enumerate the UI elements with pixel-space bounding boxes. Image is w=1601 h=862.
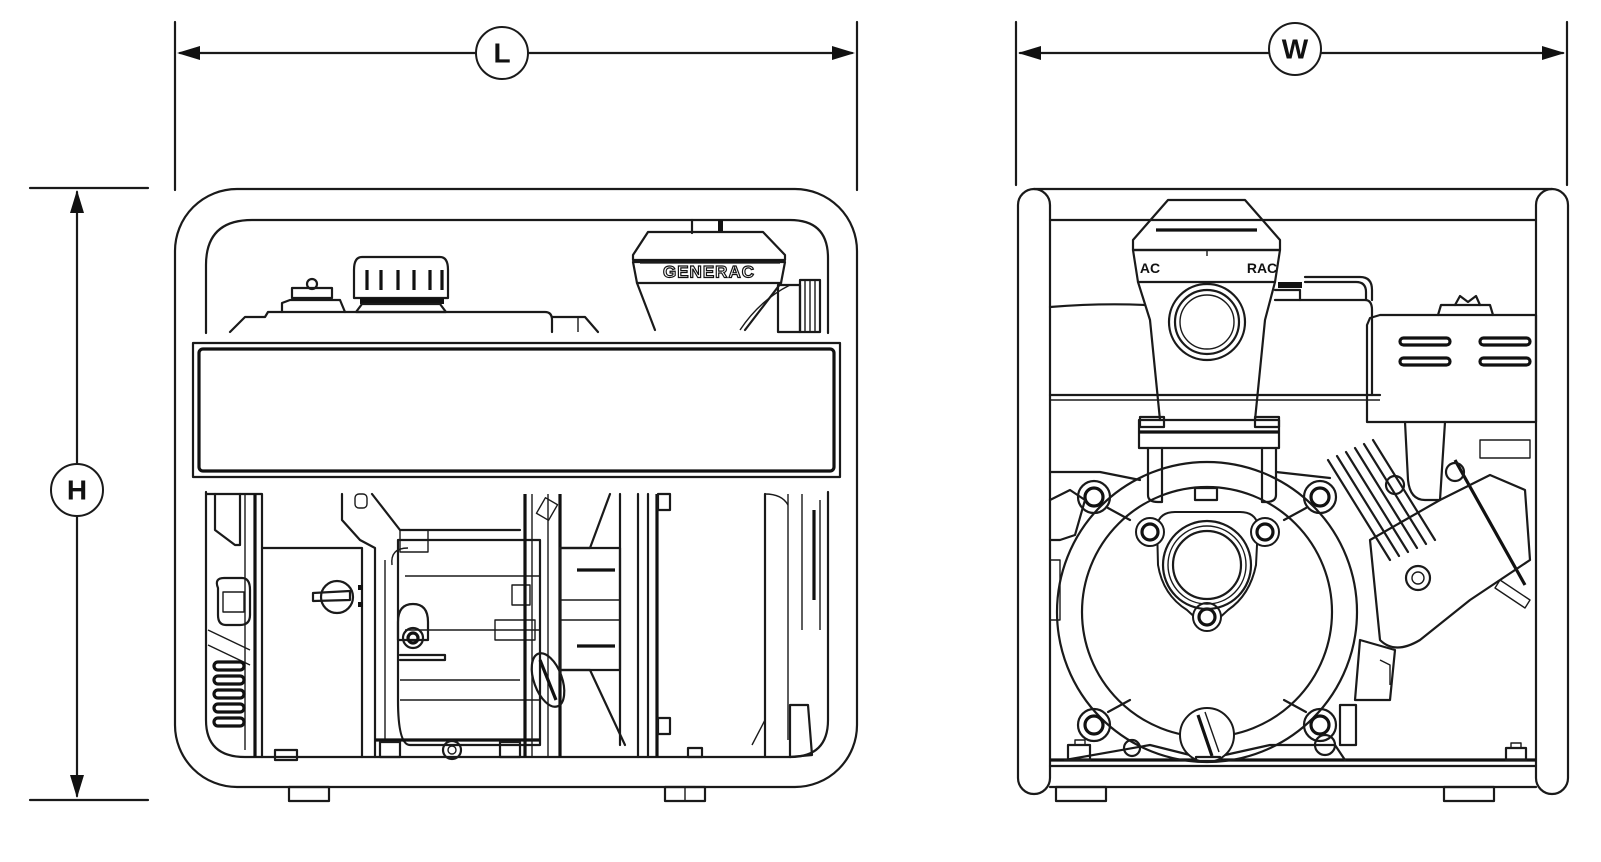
dimension-bubble-l: [475, 26, 529, 80]
brand-fragment-right: RAC: [1247, 260, 1277, 276]
arrowhead-down-icon: [70, 775, 84, 798]
engine-crankcase-side: [523, 494, 566, 757]
dimension-width: W: [1014, 20, 1569, 187]
arrowhead-up-icon: [70, 190, 84, 213]
muffler-heat-shield: [1365, 294, 1538, 502]
foot-left: [287, 785, 331, 803]
engine-plate-left: [1048, 470, 1142, 482]
fuel-valve-icon: [311, 579, 363, 615]
side-view: GENERAC: [173, 187, 859, 803]
end-view: AC RAC: [1016, 187, 1570, 803]
cylinder-head: [1326, 438, 1532, 762]
arrowhead-left-icon: [1018, 46, 1041, 60]
frame-crossbar: [191, 341, 842, 479]
dimension-bubble-h: [50, 463, 104, 517]
cooling-vent-slots: [212, 660, 246, 728]
brand-fragment-left: AC: [1140, 260, 1160, 276]
frame-inner-bottom: [204, 490, 830, 759]
vent-slot: [1478, 356, 1532, 367]
vent-slot: [1478, 336, 1532, 347]
foot-left: [1054, 785, 1108, 803]
fuel-tank: [228, 310, 600, 334]
discharge-port-icon: [1167, 282, 1247, 362]
dimension-height: H: [28, 186, 150, 802]
dimension-label-h: H: [67, 475, 87, 506]
engine-plate-right: [1274, 470, 1332, 480]
drain-plug-icon: [1179, 707, 1235, 763]
dimension-label-w: W: [1282, 34, 1309, 65]
arrowhead-right-icon: [1542, 46, 1565, 60]
engine-left-side: [1048, 488, 1092, 762]
pump-volute: [1055, 460, 1359, 764]
fuel-cap-icon: [352, 255, 450, 314]
engine-base: [273, 738, 540, 762]
vent-slot: [1398, 356, 1452, 367]
dimension-length: L: [173, 20, 859, 192]
air-cleaner-end: AC RAC: [1131, 198, 1282, 422]
oil-drain-bolt-icon: [396, 602, 430, 650]
frame-inner-top: [204, 218, 830, 335]
vent-slot: [1398, 336, 1452, 347]
pump-volute-side: [558, 492, 821, 759]
pump-flange: [1137, 415, 1281, 504]
foot-right: [1442, 785, 1496, 803]
recoil-starter-housing: [205, 492, 264, 759]
air-vent-icon: [280, 277, 347, 314]
suction-port-icon: [1161, 519, 1253, 611]
wing-nut-icon: [1453, 294, 1482, 307]
dimension-label-l: L: [493, 38, 510, 69]
air-cleaner: GENERAC: [631, 218, 791, 332]
discharge-outlet: [776, 278, 822, 334]
frame-outer: [173, 187, 859, 789]
brand-logo-generac: GENERAC: [663, 263, 755, 282]
arrowhead-right-icon: [832, 46, 855, 60]
engine-block: [260, 492, 542, 759]
frame-post-right: [1534, 187, 1570, 796]
fuel-line: [1303, 275, 1374, 302]
arrowhead-left-icon: [177, 46, 200, 60]
fuel-tank-end: [1048, 282, 1382, 401]
dimension-bubble-w: [1268, 22, 1322, 76]
frame-post-left: [1016, 187, 1052, 796]
